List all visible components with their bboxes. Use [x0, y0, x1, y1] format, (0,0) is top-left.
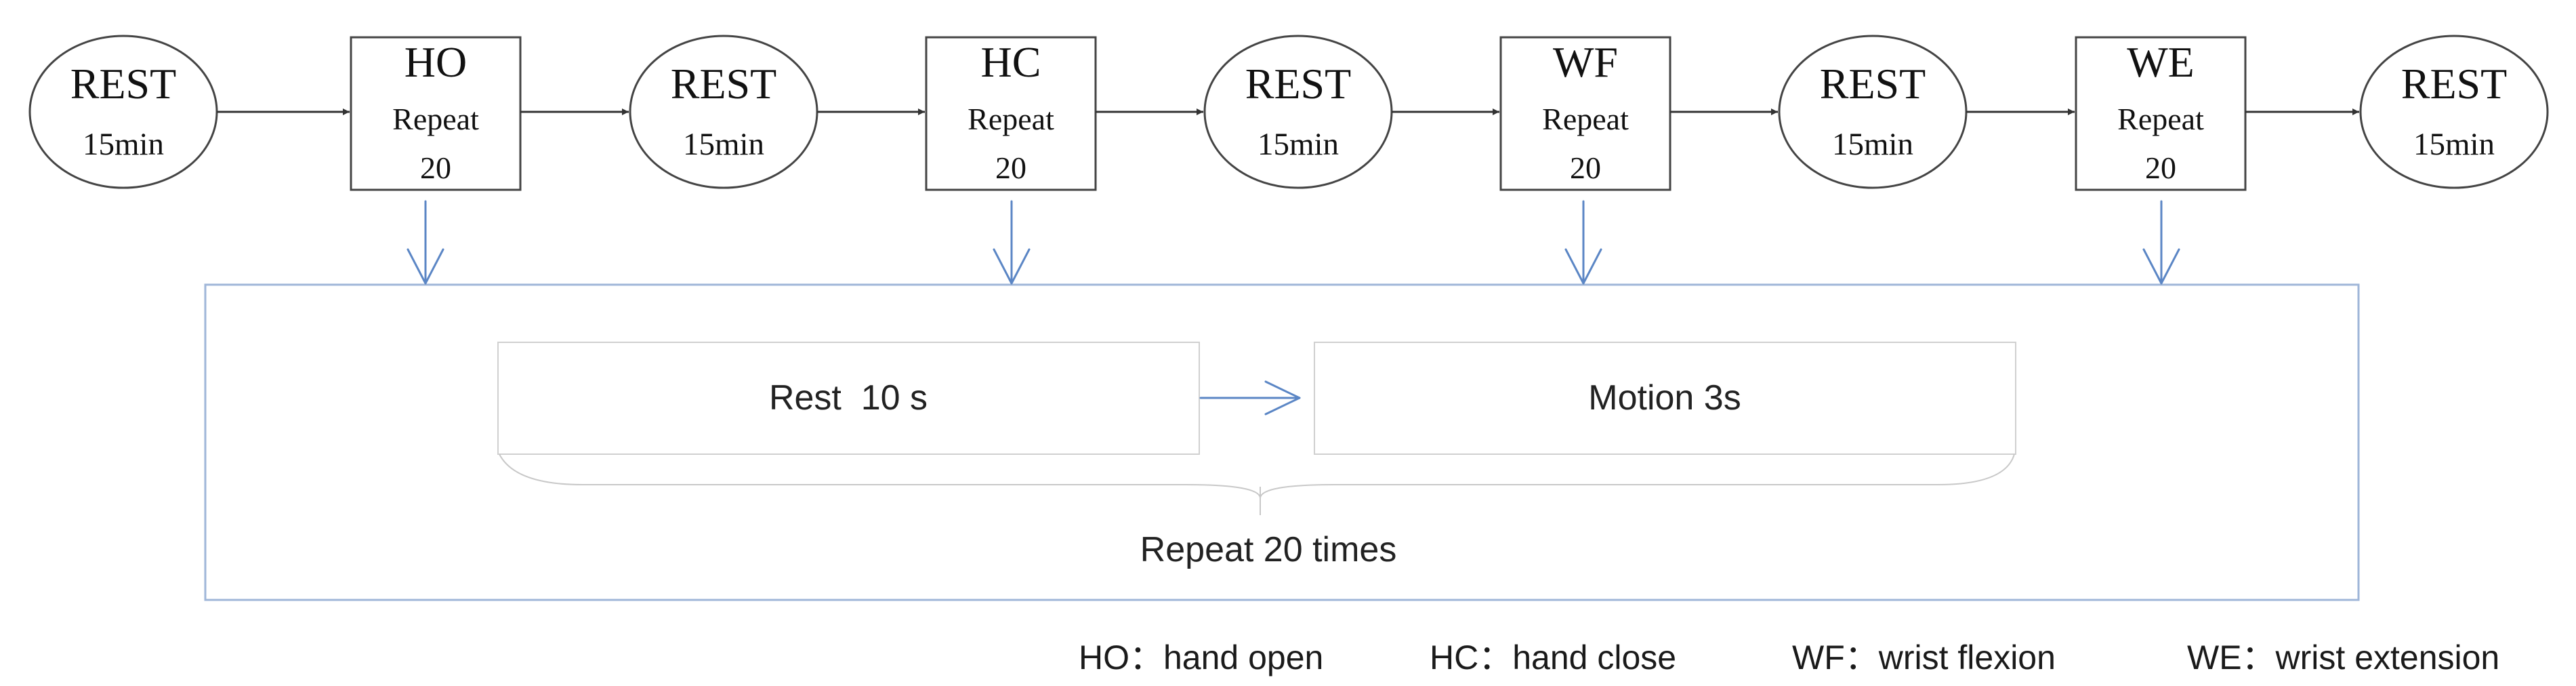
- rest-node-4-duration: 15min: [1831, 127, 1914, 162]
- motion-node-hc-repeat-label: Repeat: [968, 102, 1054, 136]
- rest-node-1: [28, 35, 218, 189]
- legend-ho-sep: ：: [1129, 639, 1163, 677]
- motion-node-hc-code: HC: [980, 38, 1041, 86]
- legend-ho-meaning: hand open: [1163, 639, 1324, 677]
- rest-node-3-title: REST: [1245, 60, 1352, 108]
- legend-ho-code: HO: [1079, 639, 1129, 677]
- legend-we: WE：wrist extension: [2187, 641, 2499, 674]
- rest-node-4-title: REST: [1819, 60, 1926, 108]
- rest-node-2-title: REST: [670, 60, 777, 108]
- motion-node-ho: [350, 36, 522, 191]
- legend-ho: HO：hand open: [1079, 641, 1323, 674]
- rest-node-1-duration: 15min: [82, 127, 165, 162]
- motion-node-hc: [925, 36, 1097, 191]
- repeat-caption: Repeat 20 times: [1140, 530, 1397, 569]
- legend-wf-code: WF: [1792, 639, 1845, 677]
- rest-node-5-duration: 15min: [2413, 127, 2495, 162]
- down-arrow-ho: [407, 200, 444, 285]
- motion-node-ho-repeat-label: Repeat: [392, 102, 479, 136]
- motion-node-wf: [1499, 36, 1671, 191]
- legend-we-sep: ：: [2241, 639, 2276, 677]
- down-arrow-wf: [1564, 200, 1602, 285]
- motion-box-label: Motion 3s: [1588, 378, 1741, 418]
- motion-node-we-code: WE: [2127, 38, 2195, 86]
- rest-node-2: [629, 35, 818, 189]
- motion-node-wf-code: WF: [1553, 38, 1618, 86]
- legend-we-code: WE: [2187, 639, 2242, 677]
- motion-node-hc-repeat-count: 20: [995, 150, 1026, 185]
- legend-hc: HC：hand close: [1430, 641, 1676, 674]
- rest-node-5-title: REST: [2401, 60, 2508, 108]
- motion-node-ho-repeat-count: 20: [420, 150, 451, 185]
- motion-node-we: [2075, 36, 2247, 191]
- rest-node-2-duration: 15min: [682, 127, 765, 162]
- legend-wf: WF：wrist flexion: [1792, 641, 2056, 674]
- motion-node-wf-repeat-label: Repeat: [1542, 102, 1629, 136]
- legend-wf-sep: ：: [1844, 639, 1879, 677]
- rest-node-3: [1203, 35, 1393, 189]
- motion-box: [1314, 342, 2016, 455]
- legend-we-meaning: wrist extension: [2275, 639, 2500, 677]
- rest-node-4: [1778, 35, 1968, 189]
- motion-node-we-repeat-count: 20: [2145, 150, 2176, 185]
- motion-node-we-repeat-label: Repeat: [2117, 102, 2204, 136]
- rest-box: [497, 342, 1200, 455]
- rest-node-1-title: REST: [70, 60, 177, 108]
- rest-node-3-duration: 15min: [1257, 127, 1339, 162]
- down-arrow-we: [2142, 200, 2180, 285]
- legend-wf-meaning: wrist flexion: [1878, 639, 2056, 677]
- down-arrow-hc: [993, 200, 1031, 285]
- legend-hc-sep: ：: [1478, 639, 1513, 677]
- legend-hc-code: HC: [1430, 639, 1479, 677]
- rest-to-motion-arrow: [1199, 380, 1301, 416]
- legend-hc-meaning: hand close: [1512, 639, 1677, 677]
- rest-node-5: [2359, 35, 2549, 189]
- rest-box-label: Rest 10 s: [768, 378, 928, 418]
- motion-node-wf-repeat-count: 20: [1570, 150, 1601, 185]
- motion-node-ho-code: HO: [404, 38, 468, 86]
